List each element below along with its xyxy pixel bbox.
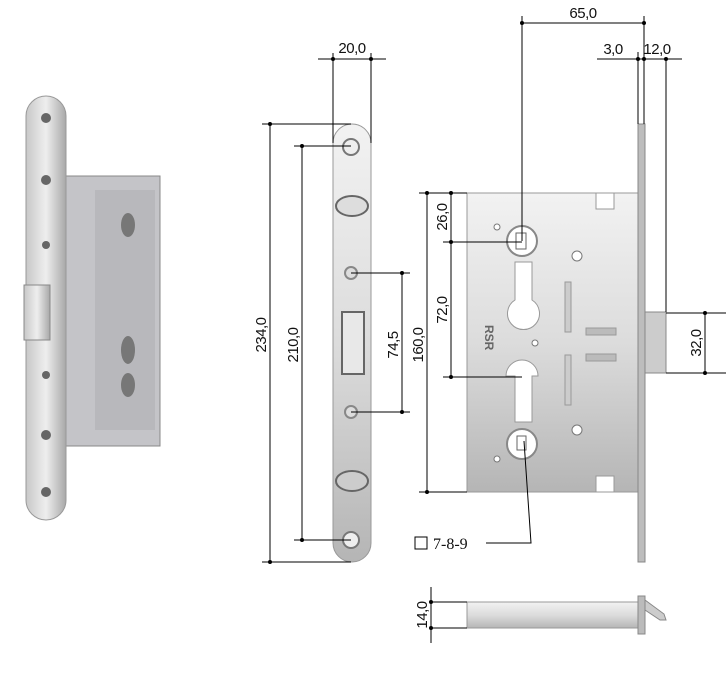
- faceplate-front-view: [332, 123, 372, 563]
- lock-photo: [23, 95, 161, 521]
- latch-opening: [341, 311, 365, 375]
- lock-side-view: RSR: [466, 123, 667, 563]
- dimension-labels: 20,0 65,0 3,0 12,0 234,0 210,0 74,5 160,…: [253, 5, 705, 629]
- case-notch: [595, 475, 615, 493]
- dim-inner-screw-spacing: 74,5: [385, 331, 402, 358]
- square-spindle-icon: [414, 536, 428, 550]
- spindle-square: [515, 232, 527, 250]
- dim-top-to-follower: 26,0: [434, 203, 451, 230]
- lock-bottom-view: [466, 595, 667, 635]
- screw-hole-icon: [571, 424, 583, 436]
- dim-case-thickness: 14,0: [414, 601, 431, 628]
- case-notch: [595, 192, 615, 210]
- dim-case-height: 160,0: [410, 327, 427, 362]
- dim-faceplate-thickness: 3,0: [603, 41, 623, 58]
- latch-photo: [23, 284, 51, 341]
- spindle-size-label: 7-8-9: [433, 536, 468, 553]
- dim-latch-projection: 12,0: [643, 41, 670, 58]
- dim-latch-height: 32,0: [688, 329, 705, 356]
- keyhole-upper: [507, 261, 540, 330]
- screw-hole-icon: [41, 113, 51, 123]
- faceplate-edge: [637, 123, 646, 563]
- brand-logo: [335, 470, 369, 492]
- screw-hole-icon: [42, 371, 50, 379]
- screw-hole-icon: [41, 430, 51, 440]
- cylinder-hole: [121, 336, 135, 364]
- brand-mark: RSR: [482, 325, 496, 351]
- dimension-lines: [262, 16, 726, 643]
- dim-screw-spacing: 210,0: [285, 327, 302, 362]
- dim-backset: 65,0: [569, 5, 596, 22]
- latch-bolt: [644, 311, 667, 374]
- lower-hole: [121, 373, 135, 397]
- screw-hole-icon: [42, 241, 50, 249]
- dim-faceplate-width: 20,0: [338, 40, 365, 57]
- dim-follower-to-cylinder: 72,0: [434, 296, 451, 323]
- screw-hole-icon: [342, 138, 360, 156]
- screw-hole-icon: [41, 175, 51, 185]
- brand-logo: [335, 195, 369, 217]
- screw-hole-icon: [571, 250, 583, 262]
- dim-total-height: 234,0: [253, 317, 270, 352]
- screw-hole-icon: [41, 487, 51, 497]
- cylinder-hole: [505, 359, 539, 423]
- follower-hole: [121, 213, 135, 237]
